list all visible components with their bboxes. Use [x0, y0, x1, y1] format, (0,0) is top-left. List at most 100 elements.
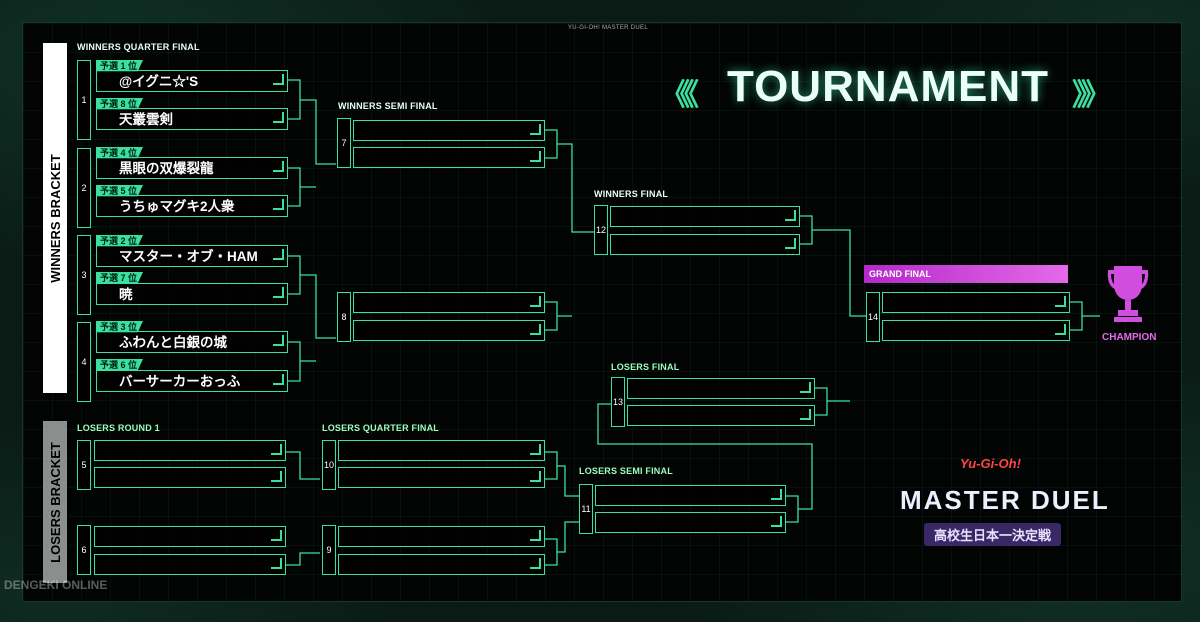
player-slot[interactable]: マスター・オブ・HAM: [96, 245, 288, 267]
corner-icon: [800, 382, 811, 393]
match-number-4: 4: [77, 322, 91, 402]
corner-icon: [273, 74, 284, 85]
player-slot-empty[interactable]: [94, 554, 286, 575]
corner-icon: [1055, 296, 1066, 307]
player-slot-empty[interactable]: [338, 467, 545, 488]
corner-icon: [785, 210, 796, 221]
top-caption: YU-GI-OH! MASTER DUEL: [568, 25, 648, 31]
player-slot[interactable]: 天叢雲剣: [96, 108, 288, 130]
losers-round1-label: LOSERS ROUND 1: [77, 423, 160, 433]
player-slot-empty[interactable]: [610, 234, 800, 255]
player-slot-empty[interactable]: [353, 120, 545, 141]
corner-icon: [530, 151, 541, 162]
player-slot-empty[interactable]: [627, 378, 815, 399]
match-number-9: 9: [322, 525, 336, 575]
player-name: 黒眼の双爆裂龍: [119, 161, 214, 176]
player-name: バーサーカーおっふ: [119, 374, 241, 389]
corner-icon: [530, 558, 541, 569]
player-slot[interactable]: 黒眼の双爆裂龍: [96, 157, 288, 179]
player-slot-empty[interactable]: [338, 526, 545, 547]
seed-tag: 予選 4 位: [96, 147, 144, 159]
player-slot-empty[interactable]: [595, 512, 786, 533]
losers-final-label: LOSERS FINAL: [611, 362, 680, 372]
corner-icon: [271, 558, 282, 569]
player-slot-empty[interactable]: [627, 405, 815, 426]
player-slot-empty[interactable]: [353, 147, 545, 168]
seed-tag: 予選 5 位: [96, 185, 144, 197]
player-slot[interactable]: バーサーカーおっふ: [96, 370, 288, 392]
seed-tag: 予選 8 位: [96, 98, 144, 110]
player-slot-empty[interactable]: [94, 440, 286, 461]
seed-tag: 予選 3 位: [96, 321, 144, 333]
losers-bracket-sidebar: LOSERS BRACKET: [43, 421, 67, 583]
match-number-8: 8: [337, 292, 351, 342]
chevron-right-icon: 》》: [1072, 79, 1111, 112]
corner-icon: [1055, 324, 1066, 335]
seed-tag: 予選 1 位: [96, 60, 144, 72]
corner-icon: [271, 471, 282, 482]
watermark: DENGEKI ONLINE: [4, 578, 108, 592]
player-slot-empty[interactable]: [595, 485, 786, 506]
corner-icon: [271, 444, 282, 455]
corner-icon: [771, 489, 782, 500]
player-slot[interactable]: @イグニ☆'S: [96, 70, 288, 92]
champion-label: CHAMPION: [1102, 332, 1157, 343]
player-name: ふわんと白銀の城: [119, 335, 227, 350]
corner-icon: [800, 409, 811, 420]
corner-icon: [273, 199, 284, 210]
winners-bracket-sidebar: WINNERS BRACKET: [43, 43, 67, 393]
grand-final-label: GRAND FINAL: [864, 265, 1068, 283]
match-number-14: 14: [866, 292, 880, 342]
corner-icon: [530, 296, 541, 307]
corner-icon: [273, 112, 284, 123]
player-slot[interactable]: 暁: [96, 283, 288, 305]
match-number-10: 10: [322, 440, 336, 490]
corner-icon: [273, 374, 284, 385]
match-number-13: 13: [611, 377, 625, 427]
corner-icon: [530, 471, 541, 482]
losers-semi-final-label: LOSERS SEMI FINAL: [579, 466, 673, 476]
corner-icon: [530, 530, 541, 541]
player-slot-empty[interactable]: [338, 554, 545, 575]
player-slot-empty[interactable]: [353, 320, 545, 341]
player-slot-empty[interactable]: [94, 526, 286, 547]
match-number-2: 2: [77, 148, 91, 228]
match-number-1: 1: [77, 60, 91, 140]
player-slot-empty[interactable]: [338, 440, 545, 461]
corner-icon: [530, 324, 541, 335]
winners-final-label: WINNERS FINAL: [594, 189, 669, 199]
player-slot-empty[interactable]: [610, 206, 800, 227]
player-slot-empty[interactable]: [882, 320, 1070, 341]
page-title: TOURNAMENT: [727, 62, 1050, 111]
winners-semi-final-label: WINNERS SEMI FINAL: [338, 101, 438, 111]
match-number-5: 5: [77, 440, 91, 490]
corner-icon: [785, 238, 796, 249]
player-slot-empty[interactable]: [94, 467, 286, 488]
event-subtitle: 高校生日本一決定戦: [924, 523, 1062, 546]
player-slot[interactable]: うちゅマグキ2人衆: [96, 195, 288, 217]
player-name: うちゅマグキ2人衆: [119, 199, 235, 214]
match-number-6: 6: [77, 525, 91, 575]
corner-icon: [273, 287, 284, 298]
yugioh-logo: Yu-Gi-Oh!: [960, 456, 1021, 471]
corner-icon: [273, 249, 284, 260]
player-name: 天叢雲剣: [119, 112, 173, 127]
corner-icon: [771, 516, 782, 527]
seed-tag: 予選 2 位: [96, 235, 144, 247]
corner-icon: [273, 161, 284, 172]
seed-tag: 予選 6 位: [96, 359, 144, 371]
player-slot-empty[interactable]: [353, 292, 545, 313]
player-slot-empty[interactable]: [882, 292, 1070, 313]
corner-icon: [530, 444, 541, 455]
player-name: @イグニ☆'S: [119, 74, 199, 89]
master-duel-logo: MASTER DUEL: [900, 485, 1110, 515]
match-number-12: 12: [594, 205, 608, 255]
corner-icon: [271, 530, 282, 541]
player-slot[interactable]: ふわんと白銀の城: [96, 331, 288, 353]
winners-quarter-final-label: WINNERS QUARTER FINAL: [77, 42, 200, 52]
corner-icon: [530, 124, 541, 135]
match-number-3: 3: [77, 235, 91, 315]
player-name: 暁: [119, 287, 133, 302]
